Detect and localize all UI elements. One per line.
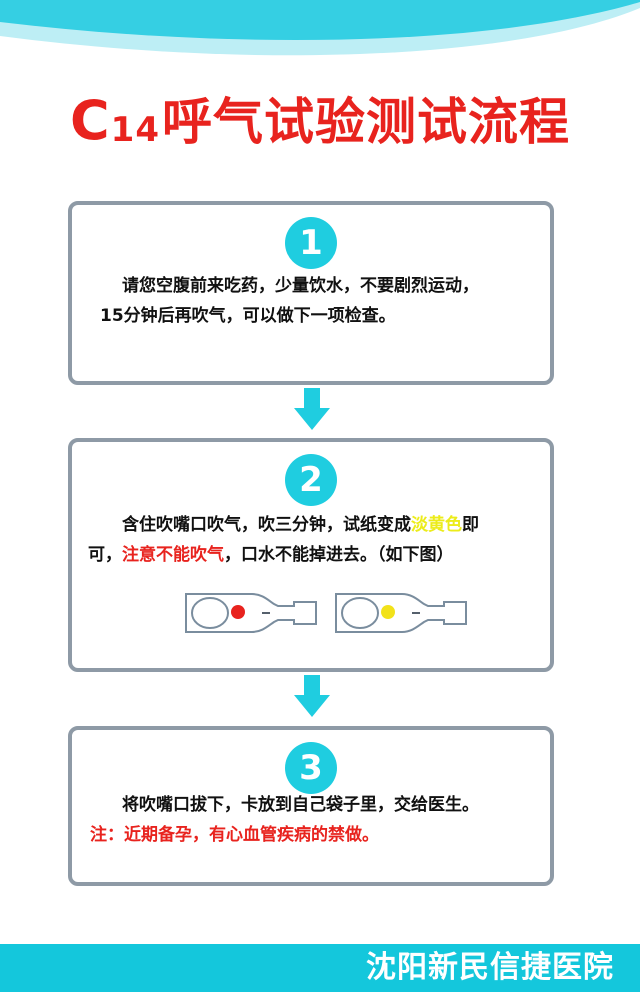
- top-banner-wave: [0, 0, 640, 56]
- down-arrow-icon: [294, 388, 330, 430]
- step-2-text: 含住吹嘴口吹气，吹三分钟，试纸变成淡黄色即 可，注意不能吹气，口水不能掉进去。（…: [88, 515, 479, 565]
- step-1-text: 请您空腹前来吃药，少量饮水，不要剧烈运动， 15分钟后再吹气，可以做下一项检查。: [100, 276, 479, 326]
- down-arrow-icon: [294, 675, 330, 717]
- breath-card-red-dot: [185, 593, 317, 633]
- step-3-text: 将吹嘴口拔下，卡放到自己袋子里，交给医生。 注：近期备孕，有心血管疾病的禁做。: [88, 790, 540, 850]
- footer-bar: 沈阳新民信捷医院: [0, 944, 640, 992]
- step-2-card: 2 含住吹嘴口吹气，吹三分钟，试纸变成淡黄色即 可，注意不能吹气，口水不能掉进去…: [68, 438, 554, 672]
- step-number-badge: 2: [285, 454, 337, 506]
- step-number-badge: 1: [285, 217, 337, 269]
- step-1-card: 1 请您空腹前来吃药，少量饮水，不要剧烈运动， 15分钟后再吹气，可以做下一项检…: [68, 201, 554, 385]
- highlight-text: 淡黄色: [411, 515, 462, 535]
- warning-note: 注：近期备孕，有心血管疾病的禁做。: [90, 825, 379, 845]
- hospital-name: 沈阳新民信捷医院: [366, 950, 614, 985]
- breath-card-yellow-dot: [335, 593, 467, 633]
- step-number-badge: 3: [285, 742, 337, 794]
- warning-text: 注意不能吹气: [122, 545, 224, 565]
- page-title: C14呼气试验测试流程: [70, 89, 570, 152]
- step-3-card: 3 将吹嘴口拔下，卡放到自己袋子里，交给医生。 注：近期备孕，有心血管疾病的禁做…: [68, 726, 554, 886]
